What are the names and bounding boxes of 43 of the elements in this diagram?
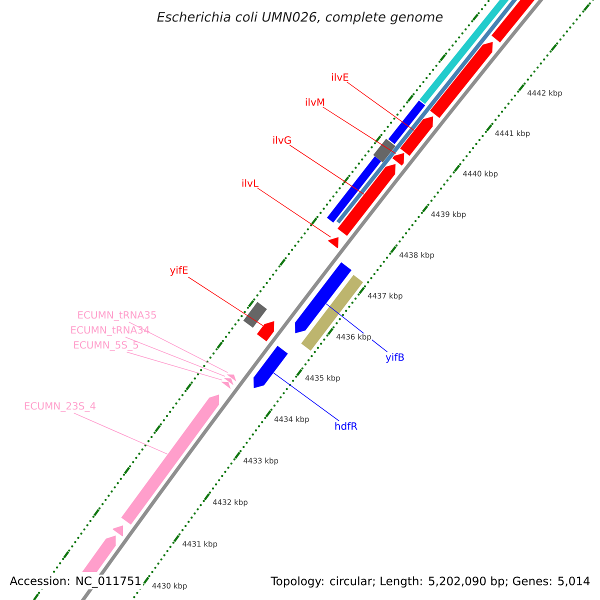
gene-feature (254, 346, 288, 388)
leader-line (289, 144, 364, 195)
gene-label: ECUMN_tRNA35 (78, 311, 156, 321)
title: Escherichia coli UMN026, complete genome (157, 12, 443, 24)
gene-feature (338, 164, 396, 236)
leader-line (322, 106, 396, 154)
gene-feature (82, 535, 116, 572)
gene-feature (256, 321, 274, 342)
gene-feature (226, 374, 236, 382)
gene-feature (388, 100, 426, 144)
gene-feature (400, 116, 434, 156)
gene-label: yifE (170, 266, 188, 276)
gene-feature (243, 302, 267, 328)
gene-label: ilvL (242, 179, 258, 187)
leader-line (326, 303, 388, 352)
leader-line (273, 372, 340, 422)
gene-label: ilvG (273, 136, 291, 144)
gene-feature (224, 378, 234, 386)
accession-text: Accession: NC_011751 (8, 574, 144, 590)
leader-line (188, 276, 264, 326)
leader-line (128, 322, 228, 373)
gene-feature (112, 525, 124, 536)
gene-feature (328, 237, 338, 248)
gene-feature (373, 138, 396, 162)
gene-label: ilvE (332, 73, 348, 81)
leader-line (126, 352, 222, 380)
gene-label: ECUMN_23S_4 (24, 402, 96, 412)
gene-label: hdfR (335, 422, 358, 430)
topology-text: Topology: circular; Length: 5,202,090 bp; Genes: 5,014 (269, 574, 592, 590)
gene-label: yifB (386, 353, 404, 363)
gene-feature (430, 42, 493, 118)
gene-feature (491, 0, 535, 42)
gene-feature (221, 382, 231, 389)
gene-feature (326, 156, 382, 223)
gene-feature (295, 262, 352, 334)
leader-line (346, 82, 414, 131)
leader-line (74, 412, 168, 454)
gene-label: ECUMN_tRNA34 (71, 326, 150, 336)
gene-label: ECUMN_5S_5 (74, 341, 138, 351)
leader-line (257, 188, 332, 238)
leader-line (125, 336, 226, 377)
gene-feature (392, 152, 404, 166)
gene-label: ilvM (306, 98, 324, 106)
